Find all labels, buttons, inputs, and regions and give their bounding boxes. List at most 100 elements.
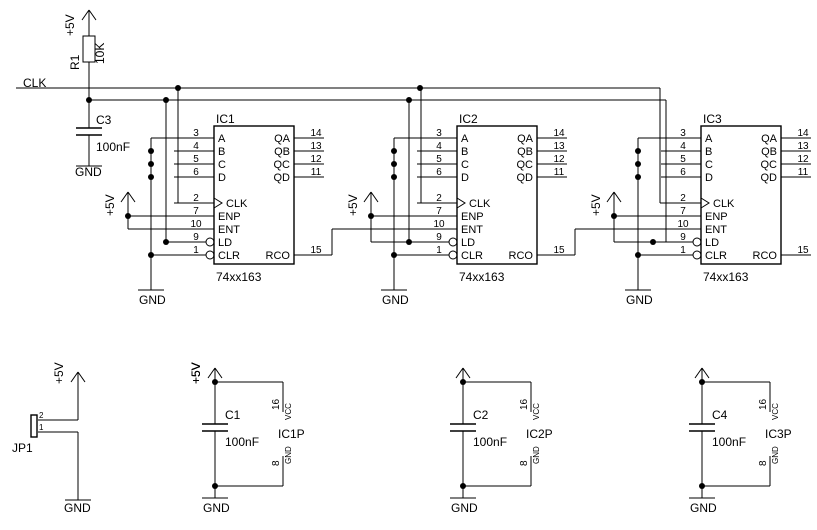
gnd-label: GND xyxy=(139,293,166,307)
pin-number: 4 xyxy=(436,141,442,152)
vcc-pin-number: 16 xyxy=(271,398,282,410)
pin-name: B xyxy=(218,146,225,158)
vcc-label: +5V xyxy=(103,194,117,216)
pin-name: A xyxy=(705,133,713,145)
cap-label: C2 xyxy=(473,408,489,422)
pin-number: 12 xyxy=(553,154,565,165)
pin-number: 10 xyxy=(190,219,202,230)
clk-bus xyxy=(16,85,666,103)
pin-name: D xyxy=(461,172,469,184)
pin-number: 2 xyxy=(680,193,686,204)
pin-name: LD xyxy=(218,237,232,249)
chip-part-label: 74xx163 xyxy=(459,270,505,284)
gnd-pin-number: 8 xyxy=(519,460,530,466)
chip-name: IC3 xyxy=(703,112,722,126)
pin-name: ENP xyxy=(461,211,484,223)
pin-name: C xyxy=(461,159,469,171)
c3-gnd-label: GND xyxy=(75,165,102,179)
pin-number: 13 xyxy=(797,141,809,152)
vcc-pin-number: 16 xyxy=(519,398,530,410)
jp1-pin2: 2 xyxy=(39,411,44,420)
cap-label: C4 xyxy=(712,408,728,422)
cap-value-label: 100nF xyxy=(225,435,259,449)
pin-name: D xyxy=(705,172,713,184)
gnd-label: GND xyxy=(451,501,478,515)
jp1-pin1: 1 xyxy=(39,423,44,432)
pin-name: ENP xyxy=(218,211,241,223)
pin-number: 3 xyxy=(193,128,199,139)
chip-part-label: 74xx163 xyxy=(703,270,749,284)
chip-part-label: 74xx163 xyxy=(216,270,262,284)
pin-number: 7 xyxy=(680,206,686,217)
pin-name: RCO xyxy=(509,250,534,262)
pin-number: 14 xyxy=(797,128,809,139)
cap-value-label: 100nF xyxy=(473,435,507,449)
pin-name: A xyxy=(461,133,469,145)
pin-number: 6 xyxy=(680,167,686,178)
pin-name: CLR xyxy=(461,250,483,262)
pin-number: 11 xyxy=(798,167,809,178)
pin-name: QB xyxy=(274,146,290,158)
clk-label: CLK xyxy=(23,76,46,90)
pin-number: 2 xyxy=(193,193,199,204)
pin-name: C xyxy=(218,159,226,171)
r1-vcc-label: +5V xyxy=(63,14,77,36)
vcc-pin-number: 16 xyxy=(758,398,769,410)
pin-name: A xyxy=(218,133,226,145)
pin-name: QA xyxy=(761,133,778,145)
pin-name: QC xyxy=(761,159,778,171)
pin-number: 12 xyxy=(797,154,809,165)
pin-name: D xyxy=(218,172,226,184)
r1-c3-network: +5V R1 10K C3 100nF GND xyxy=(63,9,130,179)
c3-label: C3 xyxy=(96,113,112,127)
ic-power-label: IC2P xyxy=(526,427,553,441)
pin-name: CLR xyxy=(218,250,240,262)
pin-name: QC xyxy=(517,159,534,171)
jp1-jumper: +5V 2 1 JP1 GND xyxy=(12,362,91,515)
pin-number: 10 xyxy=(677,219,689,230)
cap-value-label: 100nF xyxy=(712,435,746,449)
pin-number: 6 xyxy=(436,167,442,178)
vcc-label: +5V xyxy=(189,362,203,384)
r1-label: R1 xyxy=(68,54,82,70)
pin-name: CLK xyxy=(469,198,491,210)
pin-number: 5 xyxy=(193,154,199,165)
pin-number: 12 xyxy=(310,154,322,165)
pin-number: 1 xyxy=(193,245,199,256)
pin-number: 10 xyxy=(433,219,445,230)
gnd-pin-name: GND xyxy=(532,446,541,464)
pin-name: RCO xyxy=(753,250,778,262)
pin-name: CLR xyxy=(705,250,727,262)
pin-number: 1 xyxy=(680,245,686,256)
vcc-label: +5V xyxy=(346,194,360,216)
pin-number: 4 xyxy=(680,141,686,152)
gnd-label: GND xyxy=(626,293,653,307)
pin-name: QD xyxy=(274,172,291,184)
jp1-gnd-label: GND xyxy=(64,501,91,515)
ic-power-label: IC1P xyxy=(278,427,305,441)
pin-name: QB xyxy=(517,146,533,158)
chip-name: IC1 xyxy=(216,112,235,126)
gnd-label: GND xyxy=(382,293,409,307)
pin-number: 9 xyxy=(193,232,199,243)
cap-label: C1 xyxy=(225,408,241,422)
gnd-label: GND xyxy=(690,501,717,515)
pin-name: QA xyxy=(517,133,534,145)
pin-name: ENP xyxy=(705,211,728,223)
r1-value-label: 10K xyxy=(93,43,107,64)
pin-number: 9 xyxy=(436,232,442,243)
pin-name: QC xyxy=(274,159,291,171)
pin-number: 11 xyxy=(554,167,565,178)
pin-name: LD xyxy=(705,237,719,249)
pin-name: B xyxy=(461,146,468,158)
pin-number: 14 xyxy=(553,128,565,139)
chip-name: IC2 xyxy=(459,112,478,126)
pin-number: 9 xyxy=(680,232,686,243)
pin-number: 15 xyxy=(797,245,809,256)
